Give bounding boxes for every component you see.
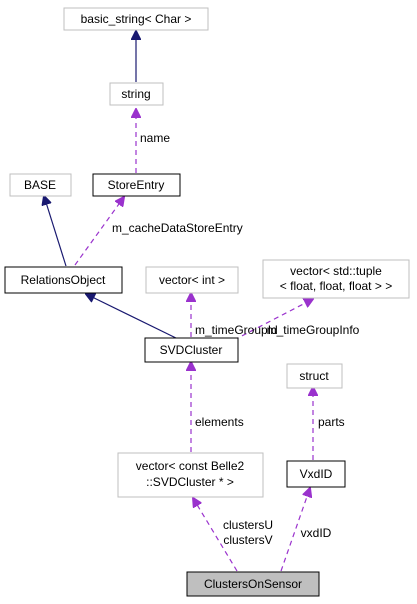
edge-label-elements: elements bbox=[195, 415, 244, 429]
node-vector-const-svd-cluster[interactable]: vector< const Belle2 ::SVDCluster * > bbox=[117, 452, 264, 498]
edge-clustersonsensor-vxdid-vxdid bbox=[280, 488, 310, 572]
edge-label-parts: parts bbox=[318, 415, 345, 429]
edge-svdcluster-to-relationsobject bbox=[86, 294, 179, 340]
node-label: BASE bbox=[24, 178, 56, 192]
node-store-entry[interactable]: StoreEntry bbox=[92, 173, 181, 197]
node-label: StoreEntry bbox=[108, 178, 165, 192]
edge-svdcluster-timegroupinfo-vector-tuple bbox=[233, 299, 313, 341]
edge-label-clusters-v: clustersV bbox=[223, 533, 272, 547]
node-label-line-1: vector< const Belle2 bbox=[136, 459, 245, 473]
node-label-line-2: < float, float, float > > bbox=[280, 279, 392, 293]
edge-label-m-time-group-info: m_timeGroupInfo bbox=[267, 323, 360, 337]
node-relations-object[interactable]: RelationsObject bbox=[4, 266, 123, 294]
node-base[interactable]: BASE bbox=[9, 173, 72, 197]
node-vector-int[interactable]: vector< int > bbox=[145, 266, 239, 294]
edge-relationsobject-cache-storeentry bbox=[74, 197, 124, 266]
node-label: vector< int > bbox=[159, 273, 225, 287]
node-label-line-2: ::SVDCluster * > bbox=[146, 475, 234, 489]
edge-label-name: name bbox=[140, 131, 170, 145]
node-label: ClustersOnSensor bbox=[204, 577, 302, 591]
node-label: VxdID bbox=[300, 467, 333, 481]
edge-label-m-time-group-id: m_timeGroupId bbox=[195, 323, 278, 337]
edge-label-clusters-u: clustersU bbox=[223, 518, 273, 532]
edge-label-vxd-id: vxdID bbox=[301, 526, 332, 540]
node-label: basic_string< Char > bbox=[81, 12, 192, 26]
node-svd-cluster[interactable]: SVDCluster bbox=[144, 337, 239, 363]
node-label: struct bbox=[299, 369, 329, 383]
node-label: SVDCluster bbox=[160, 343, 223, 357]
node-label-line-1: vector< std::tuple bbox=[290, 264, 382, 278]
node-label: string bbox=[121, 87, 150, 101]
node-vector-tuple[interactable]: vector< std::tuple < float, float, float… bbox=[262, 259, 410, 299]
node-clusters-on-sensor[interactable]: ClustersOnSensor bbox=[186, 571, 320, 597]
node-basic-string[interactable]: basic_string< Char > bbox=[63, 7, 209, 31]
node-vxd-id[interactable]: VxdID bbox=[286, 460, 346, 488]
edge-label-m-cache-data-store-entry: m_cacheDataStoreEntry bbox=[112, 221, 243, 235]
node-struct[interactable]: struct bbox=[286, 363, 343, 389]
node-label: RelationsObject bbox=[21, 273, 106, 287]
node-string[interactable]: string bbox=[109, 82, 164, 106]
edge-relationsobject-to-base bbox=[44, 196, 67, 267]
